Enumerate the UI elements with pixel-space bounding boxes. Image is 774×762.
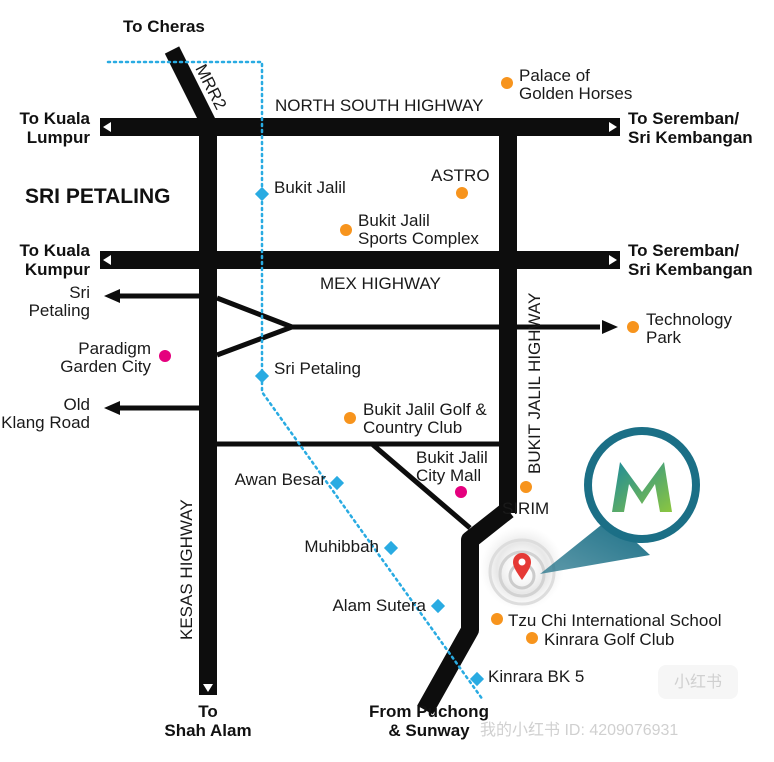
road-label-bukit-jalil: BUKIT JALIL HIGHWAY	[525, 293, 544, 474]
poi-marker-icon[interactable]	[455, 486, 467, 498]
station-label[interactable]: Kinrara BK 5	[488, 667, 584, 686]
watermark: 小红书 我的小红书 ID: 4209076931	[480, 665, 738, 739]
poi-marker-icon[interactable]	[526, 632, 538, 644]
station-marker-icon[interactable]	[254, 368, 270, 384]
poi-marker-icon[interactable]	[520, 481, 532, 493]
direction-to-seremban: To Seremban/Sri Kembangan	[628, 109, 753, 147]
stations: Bukit Jalil Sri Petaling Awan Besar Muhi…	[235, 178, 584, 687]
poi-kinrara-golf-club[interactable]: Kinrara Golf Club	[544, 630, 674, 649]
poi-marker-icon[interactable]	[627, 321, 639, 333]
interchange-link	[216, 295, 300, 358]
poi-tzu-chi-school[interactable]: Tzu Chi International School	[508, 611, 722, 630]
poi-marker-icon[interactable]	[491, 613, 503, 625]
watermark-text: 我的小红书 ID: 4209076931	[480, 721, 678, 739]
road-label-north-south: NORTH SOUTH HIGHWAY	[275, 96, 483, 115]
arrow-right-icon	[602, 320, 618, 334]
bukit-jalil-highway	[499, 118, 517, 513]
arrow-left-icon	[103, 255, 111, 265]
poi-marker-icon[interactable]	[344, 412, 356, 424]
north-south-highway	[100, 118, 620, 136]
area-title: SRI PETALING	[25, 185, 170, 208]
roads	[100, 46, 620, 715]
station-marker-icon[interactable]	[469, 671, 485, 687]
direction-from-puchong: From Puchong& Sunway	[369, 702, 489, 740]
direction-to-seremban: To Seremban/Sri Kembangan	[628, 241, 753, 279]
station-marker-icon[interactable]	[430, 598, 446, 614]
poi-marker-icon[interactable]	[159, 350, 171, 362]
kesas-highway	[199, 118, 217, 695]
location-pin-icon[interactable]	[480, 526, 564, 610]
arrow-right-icon	[609, 122, 617, 132]
arrow-right-icon	[609, 255, 617, 265]
m-logo-icon	[540, 427, 700, 574]
road-label-kesas: KESAS HIGHWAY	[177, 499, 196, 640]
road-label-mex: MEX HIGHWAY	[320, 274, 441, 293]
station-marker-icon[interactable]	[383, 540, 399, 556]
station-label[interactable]: Sri Petaling	[274, 359, 361, 378]
mrr2-road	[164, 46, 216, 126]
station-marker-icon[interactable]	[254, 186, 270, 202]
poi-marker-icon[interactable]	[340, 224, 352, 236]
station-label[interactable]: Bukit Jalil	[274, 178, 346, 197]
watermark-badge	[658, 665, 738, 699]
poi-sirim[interactable]: SIRIM	[502, 499, 549, 518]
link-road-diagonal	[370, 442, 472, 530]
poi-marker-icon[interactable]	[501, 77, 513, 89]
bukit-jalil-highway-south	[417, 502, 514, 715]
station-label[interactable]: Muhibbah	[304, 537, 379, 556]
station-marker-icon[interactable]	[329, 475, 345, 491]
arrow-left-icon	[104, 401, 120, 415]
direction-to-cheras: To Cheras	[123, 17, 205, 36]
poi-astro[interactable]: ASTRO	[431, 166, 490, 185]
poi-marker-icon[interactable]	[456, 187, 468, 199]
arrow-down-icon	[203, 684, 213, 692]
watermark-badge-text: 小红书	[674, 673, 722, 691]
mex-highway	[100, 251, 620, 269]
poi-golf-country-club[interactable]: Bukit Jalil Golf &Country Club	[363, 400, 487, 437]
arrow-left-icon	[103, 122, 111, 132]
station-label[interactable]: Alam Sutera	[332, 596, 426, 615]
station-label[interactable]: Awan Besar	[235, 470, 327, 489]
lrt-line	[106, 60, 485, 702]
arrow-left-icon	[104, 289, 120, 303]
